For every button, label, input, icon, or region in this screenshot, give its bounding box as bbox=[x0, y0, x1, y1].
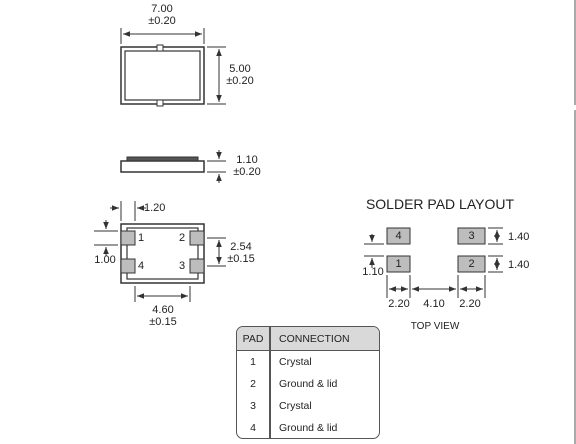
top-width-dimension bbox=[120, 28, 205, 44]
header-connection: CONNECTION bbox=[279, 333, 350, 345]
table-row-connection: Crystal bbox=[279, 356, 312, 368]
side-height-dimension bbox=[207, 150, 226, 183]
table-row-connection: Crystal bbox=[279, 400, 312, 412]
top-width-tolerance: ±0.20 bbox=[148, 15, 176, 27]
pad-pitch-value: 2.54 bbox=[230, 241, 252, 253]
page-edge-line bbox=[574, 0, 576, 105]
pad-offset-dimension bbox=[110, 201, 146, 221]
solder-pad-label-1: 1 bbox=[395, 258, 402, 270]
pad-size-value: 1.00 bbox=[94, 254, 116, 266]
table-header bbox=[237, 327, 379, 351]
top-view-label: TOP VIEW bbox=[410, 321, 460, 332]
solder-gap-dimension bbox=[364, 234, 384, 268]
side-height-tolerance: ±0.20 bbox=[233, 166, 261, 178]
table-row-pad: 2 bbox=[250, 378, 256, 390]
table-row-connection: Ground & lid bbox=[279, 422, 338, 434]
solder-layout-title: SOLDER PAD LAYOUT bbox=[365, 196, 515, 212]
solder-width-dimensions bbox=[386, 275, 486, 298]
pad-offset-value: 1.20 bbox=[144, 202, 166, 214]
top-width-value: 7.00 bbox=[151, 3, 173, 15]
pad-pitch-tolerance: ±0.15 bbox=[227, 253, 255, 265]
solder-width-middle: 4.10 bbox=[423, 298, 445, 310]
solder-width-left: 2.20 bbox=[388, 298, 410, 310]
pin-label-1: 1 bbox=[137, 232, 145, 244]
solder-pad-label-4: 4 bbox=[395, 230, 402, 242]
table-row-pad: 4 bbox=[250, 422, 256, 434]
table-row-connection: Ground & lid bbox=[279, 378, 338, 390]
pad-span-tolerance: ±0.15 bbox=[149, 316, 177, 328]
pad-pitch-dimension bbox=[207, 237, 226, 267]
solder-width-right: 2.20 bbox=[459, 298, 481, 310]
solder-pad-label-3: 3 bbox=[468, 230, 475, 242]
header-pad: PAD bbox=[242, 333, 264, 345]
top-height-value: 5.00 bbox=[229, 63, 251, 75]
package-top-view bbox=[120, 44, 205, 107]
pin-label-2: 2 bbox=[178, 232, 186, 244]
solder-pad-height-top: 1.40 bbox=[508, 231, 530, 243]
top-height-dimension bbox=[207, 46, 226, 105]
pin-label-3: 3 bbox=[178, 260, 186, 272]
side-height-value: 1.10 bbox=[236, 154, 258, 166]
pad-span-value: 4.60 bbox=[152, 304, 174, 316]
package-bottom-view bbox=[120, 223, 205, 284]
pin-label-4: 4 bbox=[137, 260, 145, 272]
top-height-tolerance: ±0.20 bbox=[226, 75, 254, 87]
solder-pad-height-bottom: 1.40 bbox=[508, 259, 530, 271]
solder-gap-value: 1.10 bbox=[362, 266, 384, 278]
page-edge-line bbox=[574, 110, 576, 444]
table-divider bbox=[269, 327, 271, 438]
pad-size-dimension bbox=[94, 220, 118, 256]
solder-pad-height-dimensions bbox=[488, 227, 503, 273]
solder-pad-label-2: 2 bbox=[468, 258, 475, 270]
pad-connection-table: PAD CONNECTION 1 Crystal 2 Ground & lid … bbox=[236, 326, 380, 439]
table-row-pad: 3 bbox=[250, 400, 256, 412]
table-row-pad: 1 bbox=[250, 356, 256, 368]
package-side-view bbox=[120, 156, 205, 173]
solder-pads bbox=[386, 227, 486, 273]
pad-span-dimension bbox=[134, 286, 191, 302]
